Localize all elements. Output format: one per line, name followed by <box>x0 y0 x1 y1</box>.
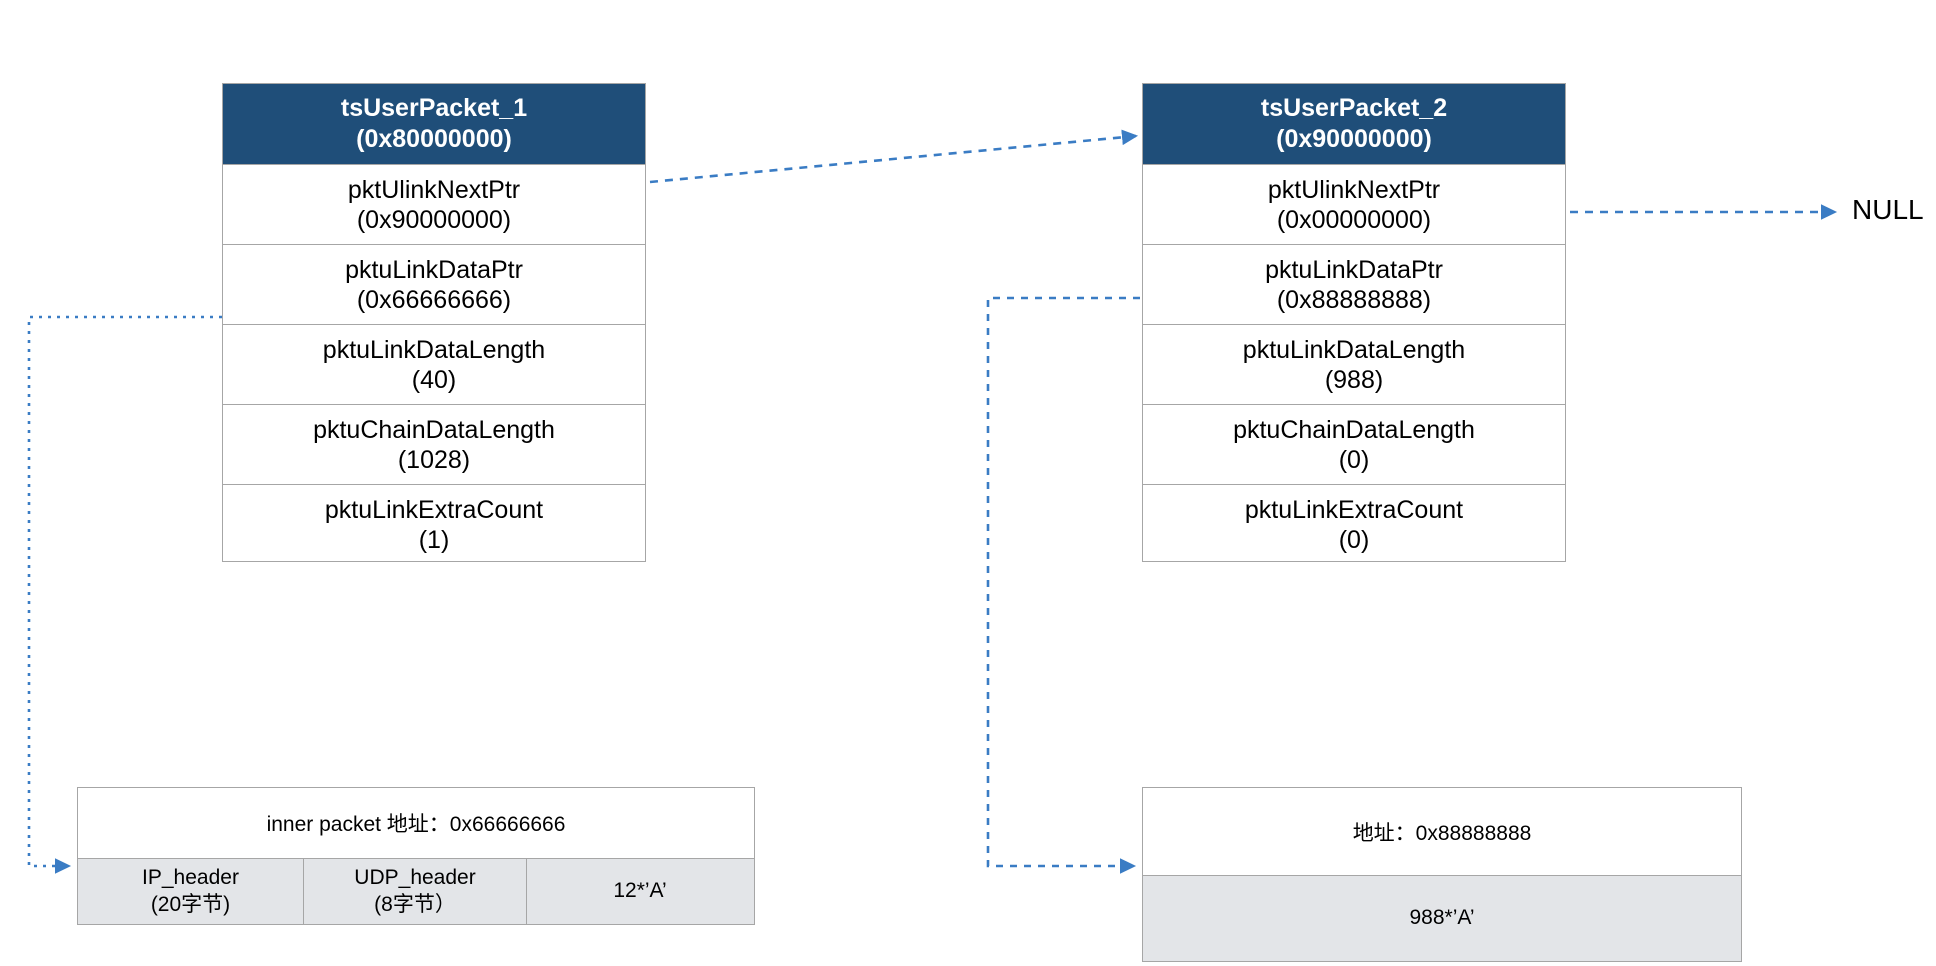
field-name: pktuLinkExtraCount <box>324 495 544 524</box>
memory-block-payload: 地址：0x88888888 988*’A’ <box>1142 787 1742 962</box>
memory-block-inner-packet-cells: IP_header (20字节) UDP_header (8字节） 12*’A’ <box>78 858 754 924</box>
packet-struct-1-row-chain-length: pktuChainDataLength (1028) <box>223 404 645 484</box>
memory-block-payload-cells: 988*’A’ <box>1143 875 1741 961</box>
packet-struct-2: tsUserPacket_2 (0x90000000) pktUlinkNext… <box>1142 83 1566 562</box>
memory-cell-name: 12*’A’ <box>613 879 667 903</box>
field-value: (0) <box>1338 525 1370 554</box>
field-name: pktuLinkDataLength <box>1242 335 1466 364</box>
packet-struct-1-row-next-ptr: pktUlinkNextPtr (0x90000000) <box>223 164 645 244</box>
packet-struct-1-row-data-ptr: pktuLinkDataPtr (0x66666666) <box>223 244 645 324</box>
memory-block-payload-title: 地址：0x88888888 <box>1143 788 1741 875</box>
field-value: (0x00000000) <box>1276 205 1432 234</box>
packet-struct-1-header: tsUserPacket_1 (0x80000000) <box>223 84 645 164</box>
field-value: (1028) <box>397 445 471 474</box>
field-value: (0x88888888) <box>1276 285 1432 314</box>
field-name: pktuChainDataLength <box>1233 415 1475 444</box>
null-terminator-label: NULL <box>1852 194 1924 225</box>
field-value: (0) <box>1338 445 1370 474</box>
field-value: (1) <box>418 525 450 554</box>
packet-struct-1-title: tsUserPacket_1 <box>340 94 528 122</box>
memory-cell-size: (20字节) <box>150 892 231 916</box>
field-name: pktUlinkNextPtr <box>1267 175 1441 204</box>
packet-struct-2-header: tsUserPacket_2 (0x90000000) <box>1143 84 1565 164</box>
memory-cell-name: IP_header <box>142 866 239 890</box>
connector-data-ptr-2-to-memory <box>986 296 1140 874</box>
connector-next-ptr-1-to-2 <box>649 129 1139 184</box>
field-value: (40) <box>411 365 457 394</box>
memory-cell-name: UDP_header <box>354 866 476 890</box>
packet-struct-1-row-extra-count: pktuLinkExtraCount (1) <box>223 484 645 564</box>
packet-struct-2-row-extra-count: pktuLinkExtraCount (0) <box>1143 484 1565 564</box>
field-value: (0x90000000) <box>356 205 512 234</box>
field-name: pktuLinkDataLength <box>322 335 546 364</box>
field-value: (0x66666666) <box>356 285 512 314</box>
field-name: pktuLinkDataPtr <box>345 255 523 284</box>
packet-struct-2-row-chain-length: pktuChainDataLength (0) <box>1143 404 1565 484</box>
packet-struct-2-row-data-length: pktuLinkDataLength (988) <box>1143 324 1565 404</box>
memory-cell-payload: 12*’A’ <box>526 859 753 924</box>
packet-struct-1-row-data-length: pktuLinkDataLength (40) <box>223 324 645 404</box>
packet-struct-2-address: (0x90000000) <box>1276 124 1432 153</box>
field-name: pktuChainDataLength <box>313 415 555 444</box>
packet-struct-2-title: tsUserPacket_2 <box>1260 94 1448 122</box>
memory-cell-name: 988*’A’ <box>1409 906 1475 930</box>
memory-cell-payload: 988*’A’ <box>1143 876 1741 961</box>
memory-block-inner-packet-title: inner packet 地址：0x66666666 <box>78 788 754 858</box>
field-name: pktUlinkNextPtr <box>347 175 521 204</box>
connector-data-ptr-1-to-memory <box>27 315 222 874</box>
memory-cell-size: (8字节） <box>374 892 456 916</box>
field-name: pktuLinkExtraCount <box>1244 495 1464 524</box>
packet-struct-2-row-next-ptr: pktUlinkNextPtr (0x00000000) <box>1143 164 1565 244</box>
field-name: pktuLinkDataPtr <box>1265 255 1443 284</box>
field-value: (988) <box>1324 365 1384 394</box>
memory-block-inner-packet: inner packet 地址：0x66666666 IP_header (20… <box>77 787 755 925</box>
packet-struct-2-row-data-ptr: pktuLinkDataPtr (0x88888888) <box>1143 244 1565 324</box>
memory-cell-ip-header: IP_header (20字节) <box>78 859 303 924</box>
packet-struct-1-address: (0x80000000) <box>356 124 512 153</box>
memory-cell-udp-header: UDP_header (8字节） <box>303 859 526 924</box>
packet-struct-1: tsUserPacket_1 (0x80000000) pktUlinkNext… <box>222 83 646 562</box>
